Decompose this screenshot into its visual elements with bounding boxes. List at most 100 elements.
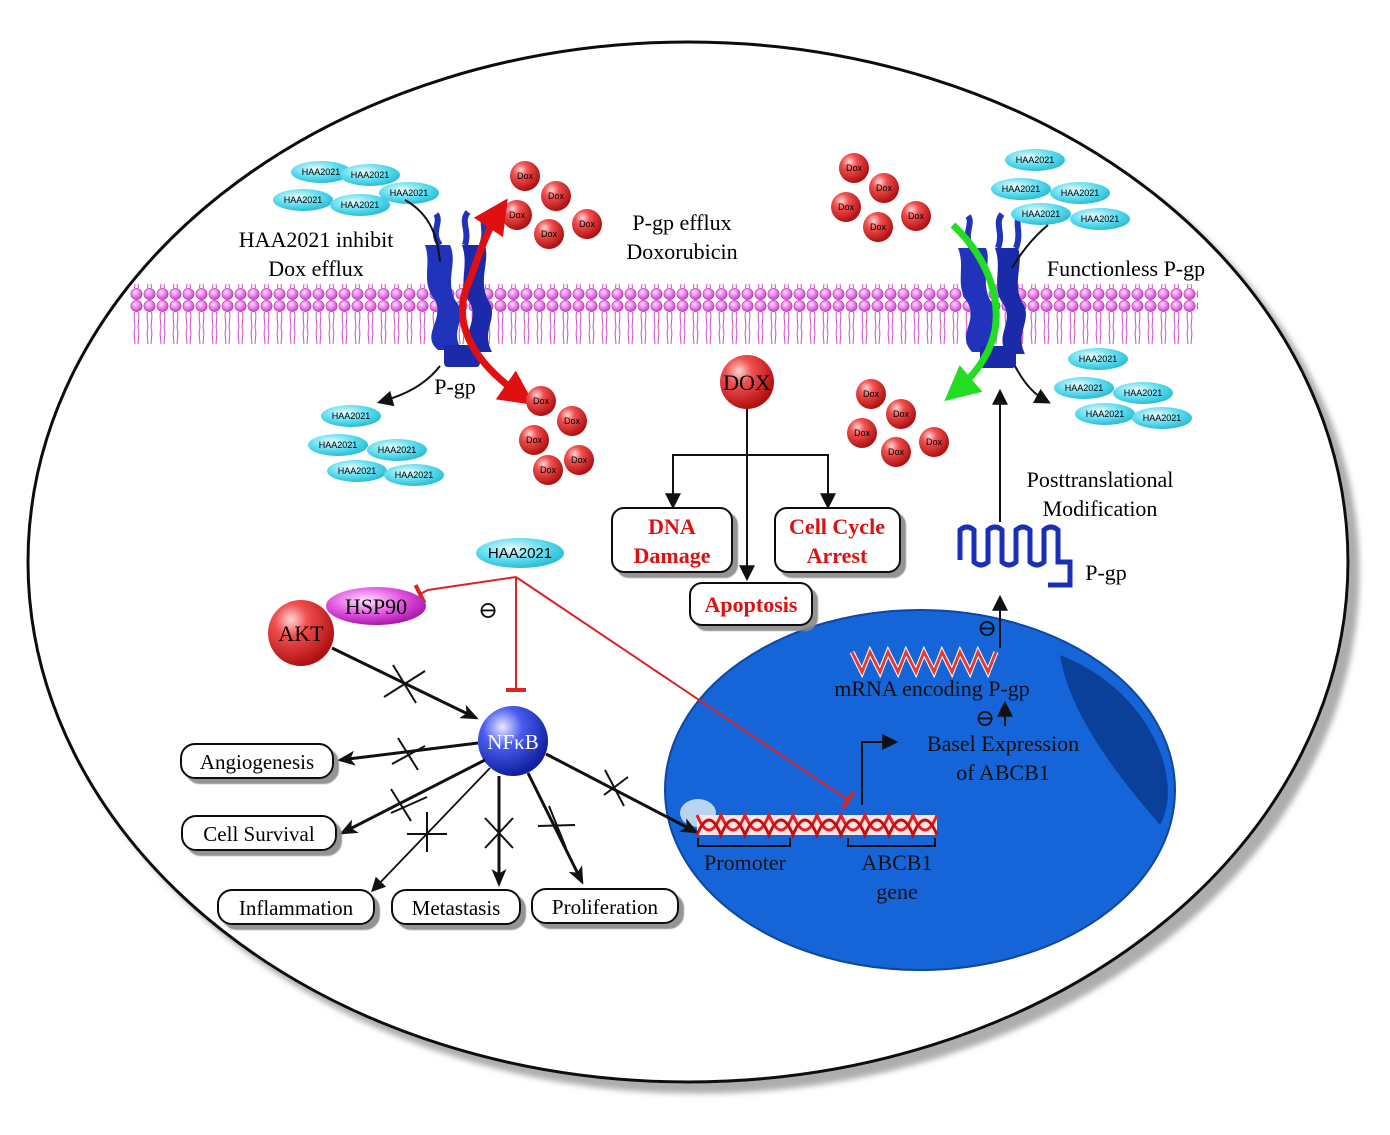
basel-expression-label: Basel Expression	[927, 731, 1079, 756]
haa2021-center-label: HAA2021	[488, 545, 552, 562]
haa2021-label: HAA2021	[332, 411, 371, 421]
angiogenesis-box: Angiogenesis	[180, 743, 334, 779]
nfkb-label: NFκB	[487, 730, 538, 754]
dox-label: Dox	[854, 428, 871, 438]
inhibit-symbol-haa: ⊖	[478, 596, 498, 624]
nfkb-to-promoter	[545, 752, 699, 834]
metastasis-label: Metastasis	[412, 896, 501, 920]
mrna-strand	[849, 645, 999, 679]
dox-label: Dox	[846, 163, 863, 173]
abcb1-expression-label: of ABCB1	[956, 760, 1050, 785]
block-mark	[603, 769, 629, 807]
haa2021-label: HAA2021	[341, 200, 380, 210]
dox-cluster-bottom-right: Dox Dox Dox Dox Dox	[847, 379, 949, 467]
haa2021-cluster-bottom-right: HAA2021 HAA2021 HAA2021 HAA2021 HAA2021	[1054, 348, 1192, 429]
apoptosis-label: Apoptosis	[705, 592, 798, 617]
haa-inhibit-label: HAA2021 inhibit	[239, 227, 394, 252]
nucleus	[664, 609, 1176, 971]
akt-node	[268, 600, 334, 666]
haa-inhibit-hsp90	[413, 576, 517, 604]
cell-cycle-arrest-box: Cell Cycle Arrest	[774, 507, 901, 573]
haa-inflow-arrow-right	[1014, 365, 1051, 404]
dna-damage-label: DNA	[648, 514, 696, 539]
dox-label: Dox	[571, 455, 588, 465]
dox-label: Dox	[863, 389, 880, 399]
nfkb-node	[478, 706, 548, 776]
cell-survival-label: Cell Survival	[203, 822, 315, 846]
haa2021-label: HAA2021	[1079, 354, 1118, 364]
haa2021-label: HAA2021	[390, 188, 429, 198]
haa2021-label: HAA2021	[302, 167, 341, 177]
block-mark	[537, 805, 576, 849]
mrna-label: mRNA encoding P-gp	[834, 676, 1030, 701]
haa2021-label: HAA2021	[1143, 413, 1182, 423]
haa-inhibit-abcb1	[515, 576, 856, 810]
hsp90-label: HSP90	[345, 594, 407, 619]
pgp-left-label: P-gp	[434, 374, 476, 399]
haa2021-cluster-top-right: HAA2021 HAA2021 HAA2021 HAA2021 HAA2021	[991, 149, 1130, 230]
dox-label: Dox	[893, 409, 910, 419]
dox-node	[720, 355, 774, 409]
metastasis-box: Metastasis	[391, 889, 521, 925]
dna-damage-box: DNA Damage	[611, 507, 733, 573]
abcb1-dna-helix	[695, 810, 939, 840]
haa-entry-arrow-left	[404, 199, 441, 263]
haa-entry-arrow-right	[1011, 224, 1049, 269]
proliferation-box: Proliferation	[531, 888, 679, 924]
efflux-arrow-red	[458, 198, 535, 406]
akt-label: AKT	[278, 621, 324, 646]
pgp-efflux-label: P-gp efflux	[632, 210, 731, 235]
dox-label: Dox	[548, 191, 565, 201]
block-mark	[390, 788, 428, 822]
dox-label: Dox	[509, 210, 526, 220]
basal-expression-arrow	[861, 734, 899, 805]
block-mark	[383, 664, 426, 704]
haa2021-label: HAA2021	[1065, 383, 1104, 393]
dox-label: Dox	[564, 416, 581, 426]
promoter-bracket	[697, 838, 791, 847]
block-mark	[484, 817, 514, 849]
cell-cycle-label-2: Arrest	[807, 543, 868, 568]
promoter-label: Promoter	[704, 850, 787, 875]
nfkb-to-cell-survival	[339, 758, 486, 835]
haa2021-label: HAA2021	[338, 466, 377, 476]
dox-label: Dox	[888, 447, 905, 457]
modification-label: Modification	[1043, 496, 1158, 521]
haa2021-cluster-bottom-left: HAA2021 HAA2021 HAA2021 HAA2021 HAA2021	[308, 405, 444, 486]
pgp-protein-icon	[957, 524, 1073, 588]
dox-efflux-label: Dox efflux	[268, 256, 364, 281]
haa2021-cluster-top-left: HAA2021 HAA2021 HAA2021 HAA2021 HAA2021	[273, 161, 439, 216]
dox-label: Dox	[908, 211, 925, 221]
dox-label: Dox	[540, 465, 557, 475]
dox-label: Dox	[517, 171, 534, 181]
dox-label: Dox	[876, 183, 893, 193]
dox-label: Dox	[870, 222, 887, 232]
pgp-protein-label: P-gp	[1085, 560, 1127, 585]
haa-inflow-arrow-left	[376, 365, 441, 407]
haa2021-label: HAA2021	[319, 440, 358, 450]
haa2021-label: HAA2021	[1124, 388, 1163, 398]
haa2021-label: HAA2021	[378, 445, 417, 455]
block-mark	[407, 812, 447, 852]
inflammation-label: Inflammation	[239, 896, 354, 920]
haa2021-label: HAA2021	[1002, 184, 1041, 194]
dox-cluster-top-right: Dox Dox Dox Dox Dox	[831, 153, 931, 242]
abcb1-label: ABCB1	[862, 850, 933, 875]
hsp90-node	[326, 587, 426, 625]
dox-label: Dox	[526, 435, 543, 445]
abcb1-bracket	[847, 838, 936, 847]
dox-label: Dox	[541, 229, 558, 239]
haa2021-label: HAA2021	[1016, 155, 1055, 165]
functionless-pgp-label: Functionless P-gp	[1047, 256, 1205, 281]
nfkb-to-inflammation	[371, 767, 491, 893]
cell-membrane	[130, 284, 1198, 344]
dox-label: Dox	[579, 219, 596, 229]
angiogenesis-label: Angiogenesis	[200, 750, 314, 774]
doxorubicin-label: Doxorubicin	[626, 239, 737, 264]
dna-damage-label-2: Damage	[634, 543, 711, 568]
nfkb-to-angiogenesis	[337, 741, 479, 766]
inflammation-box: Inflammation	[217, 889, 375, 925]
haa2021-label: HAA2021	[351, 170, 390, 180]
proliferation-label: Proliferation	[552, 895, 659, 919]
